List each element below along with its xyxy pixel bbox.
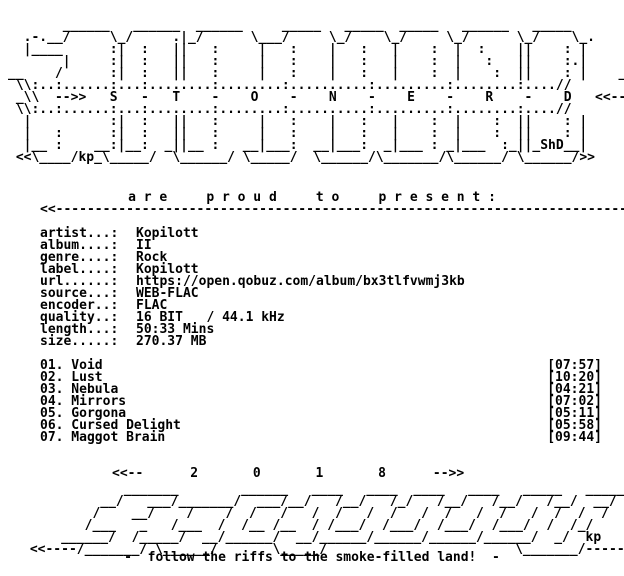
field-label: album....: — [40, 238, 119, 253]
year-line: <<-- 2 0 1 8 -->> — [112, 466, 465, 481]
track-title: 04. Mirrors — [40, 394, 127, 409]
present-line: a r e p r o u d t o p r e s e n t : — [128, 190, 496, 205]
field-label: url......: — [40, 274, 119, 289]
field-value: II — [136, 238, 152, 253]
footer-ascii-logo: _______ ______ ____ ____ ____ ____ _____… — [29, 482, 624, 557]
track-time: [05:58] — [547, 418, 602, 433]
field-value: 16 BIT / 44.1 kHz — [136, 310, 285, 325]
field-label: genre....: — [40, 250, 119, 265]
field-label: size.....: — [40, 334, 119, 349]
field-value: Rock — [136, 250, 168, 265]
field-value: 270.37 MB — [136, 334, 207, 349]
field-value: FLAC — [136, 298, 168, 313]
field-label: length...: — [40, 322, 119, 337]
track-title: 03. Nebula — [40, 382, 119, 397]
field-value: 50:33 Mins — [136, 322, 215, 337]
field-label: encoder..: — [40, 298, 119, 313]
header-ascii-logo: ______ ______ ______ _____ _____ _____ _… — [8, 18, 624, 165]
track-title: 06. Cursed Delight — [40, 418, 181, 433]
track-title: 05. Gorgona — [40, 406, 127, 421]
field-label: quality..: — [40, 310, 119, 325]
track-title: 01. Void — [40, 358, 103, 373]
tagline: - follow the riffs to the smoke-filled l… — [124, 550, 500, 565]
track-time: [10:20] — [547, 370, 602, 385]
track-title: 07. Maggot Brain — [40, 430, 166, 445]
field-value: Kopilott — [136, 262, 199, 277]
field-label: label....: — [40, 262, 119, 277]
field-label: source...: — [40, 286, 119, 301]
track-time: [09:44] — [547, 430, 602, 445]
track-time: [04:21] — [547, 382, 602, 397]
present-rule: <<--------------------------------------… — [40, 202, 624, 217]
field-value: WEB-FLAC — [136, 286, 199, 301]
field-value: Kopilott — [136, 226, 199, 241]
track-time: [07:57] — [547, 358, 602, 373]
field-label: artist...: — [40, 226, 119, 241]
track-time: [07:02] — [547, 394, 602, 409]
track-time: [05:11] — [547, 406, 602, 421]
url-value: https://open.qobuz.com/album/bx3tlfvwmj3… — [136, 274, 465, 289]
track-title: 02. Lust — [40, 370, 103, 385]
